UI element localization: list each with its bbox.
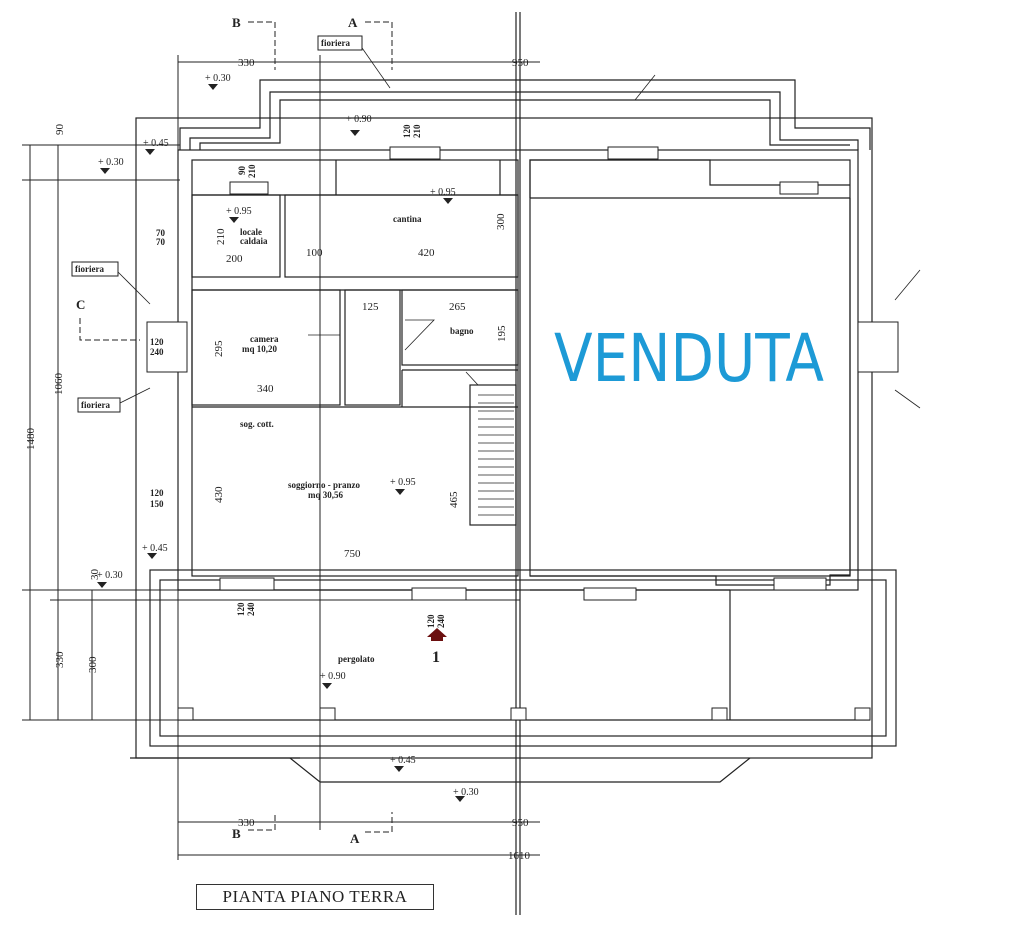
door-swings [308, 319, 479, 386]
svg-text:B: B [232, 826, 241, 841]
svg-text:+ 0.95: + 0.95 [430, 187, 456, 198]
svg-text:100: 100 [306, 247, 323, 259]
svg-text:210: 210 [412, 124, 422, 138]
svg-text:330: 330 [238, 817, 255, 829]
svg-text:+ 0.90: + 0.90 [320, 671, 346, 682]
drawing-title: PIANTA PIANO TERRA [196, 884, 434, 910]
svg-text:330: 330 [238, 57, 255, 69]
svg-text:+ 0.30: + 0.30 [98, 157, 124, 168]
svg-text:30: 30 [89, 569, 101, 581]
room-labels: locale caldaia cantina camera mq 10,20 b… [240, 214, 474, 666]
entrance-arrow-icon [427, 628, 447, 641]
svg-text:70: 70 [156, 228, 166, 238]
svg-text:soggiorno - pranzo: soggiorno - pranzo [288, 480, 361, 490]
svg-text:265: 265 [449, 301, 466, 313]
section-letters: B A B A C [76, 15, 360, 846]
svg-text:+ 0.30: + 0.30 [97, 570, 123, 581]
svg-text:pergolato: pergolato [338, 654, 375, 664]
svg-text:210: 210 [247, 164, 257, 178]
svg-text:1: 1 [432, 649, 440, 666]
dimension-lines [22, 55, 540, 860]
svg-text:300: 300 [495, 213, 507, 230]
svg-text:A: A [350, 831, 360, 846]
svg-text:locale: locale [240, 227, 262, 237]
svg-text:195: 195 [496, 325, 508, 342]
svg-text:950: 950 [512, 57, 529, 69]
sold-stamp: VENDUTA [554, 320, 824, 397]
svg-text:240: 240 [436, 614, 446, 628]
svg-text:750: 750 [344, 548, 361, 560]
planter-callouts: fioriera fioriera fioriera [71, 35, 363, 413]
svg-text:caldaia: caldaia [240, 236, 268, 246]
svg-text:C: C [76, 297, 85, 312]
svg-text:bagno: bagno [450, 326, 474, 336]
svg-text:120: 120 [150, 337, 164, 347]
svg-text:90: 90 [54, 124, 66, 136]
svg-text:950: 950 [512, 817, 529, 829]
stair-treads [478, 394, 514, 516]
svg-text:+ 0.95: + 0.95 [226, 206, 252, 217]
svg-text:300: 300 [87, 656, 99, 673]
svg-text:210: 210 [215, 228, 227, 245]
svg-text:340: 340 [257, 383, 274, 395]
pergola-columns [177, 707, 871, 721]
svg-text:1480: 1480 [25, 428, 37, 451]
svg-text:1610: 1610 [508, 850, 531, 862]
svg-text:430: 430 [213, 486, 225, 503]
svg-text:120: 120 [402, 124, 412, 138]
svg-text:200: 200 [226, 253, 243, 265]
svg-text:1060: 1060 [53, 373, 65, 396]
svg-text:295: 295 [213, 340, 225, 357]
svg-text:420: 420 [418, 247, 435, 259]
svg-text:fioriera: fioriera [75, 264, 104, 274]
svg-text:240: 240 [246, 602, 256, 616]
svg-text:120: 120 [236, 602, 246, 616]
svg-text:120: 120 [150, 488, 164, 498]
windows [146, 146, 899, 601]
svg-text:125: 125 [362, 301, 379, 313]
svg-text:fioriera: fioriera [81, 400, 110, 410]
svg-text:120: 120 [426, 614, 436, 628]
svg-text:cantina: cantina [393, 214, 422, 224]
svg-text:+ 0.45: + 0.45 [390, 755, 416, 766]
svg-text:+ 0.90: + 0.90 [346, 114, 372, 125]
svg-text:240: 240 [150, 347, 164, 357]
svg-text:70: 70 [156, 237, 166, 247]
dimension-texts: 330 950 330 950 1610 200 100 420 125 265… [226, 57, 531, 862]
svg-text:camera: camera [250, 334, 279, 344]
section-markers [79, 21, 393, 833]
svg-text:B: B [232, 15, 241, 30]
svg-text:90: 90 [237, 166, 247, 176]
svg-text:sog. cott.: sog. cott. [240, 419, 274, 429]
svg-text:330: 330 [54, 651, 66, 668]
svg-text:+ 0.95: + 0.95 [390, 477, 416, 488]
svg-text:+ 0.45: + 0.45 [142, 543, 168, 554]
svg-text:+ 0.45: + 0.45 [143, 138, 169, 149]
svg-text:mq 10,20: mq 10,20 [242, 344, 278, 354]
svg-text:465: 465 [448, 491, 460, 508]
svg-text:mq 30,56: mq 30,56 [308, 490, 344, 500]
vertical-dimension-texts: 90 1480 1060 330 300 30 210 300 195 295 … [25, 124, 508, 674]
opening-texts: 120 210 90 210 70 70 120 240 120 150 120… [150, 124, 446, 628]
svg-text:A: A [348, 15, 358, 30]
svg-text:fioriera: fioriera [321, 38, 350, 48]
svg-text:150: 150 [150, 499, 164, 509]
level-texts: + 0.30 + 0.90 + 0.45 + 0.30 + 0.95 + 0.9… [97, 73, 479, 798]
svg-text:+ 0.30: + 0.30 [453, 787, 479, 798]
level-markers [97, 84, 465, 802]
svg-text:+ 0.30: + 0.30 [205, 73, 231, 84]
leader-lines [117, 44, 921, 409]
